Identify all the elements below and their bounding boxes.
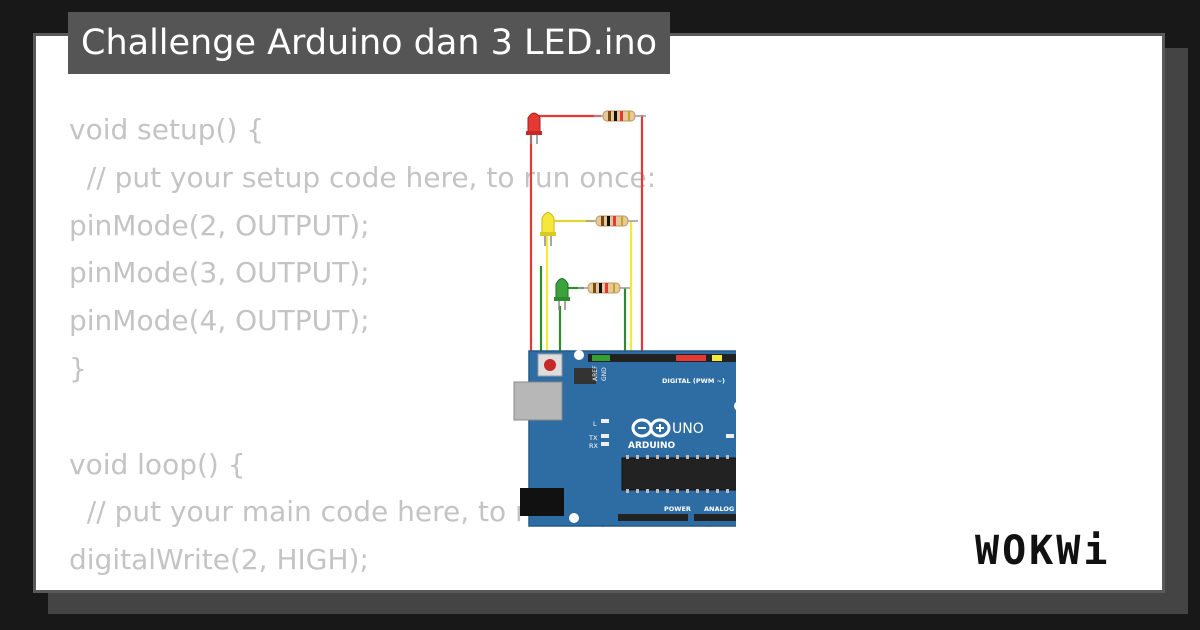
project-title[interactable]: Challenge Arduino dan 3 LED.ino: [68, 12, 671, 74]
l-led-label: L: [593, 420, 597, 428]
resistor-1: [594, 110, 646, 122]
project-card[interactable]: void setup() { // put your setup code he…: [33, 33, 1165, 593]
code-line: digitalWrite(2, HIGH);: [69, 543, 369, 577]
code-line: void loop() {: [69, 447, 246, 481]
green-led: [554, 278, 570, 310]
wokwi-logo: WOKWi: [975, 528, 1111, 574]
code-line: pinMode(3, OUTPUT);: [69, 256, 370, 290]
power-header-label: POWER: [664, 505, 691, 513]
resistor-2: [586, 215, 638, 227]
digital-header-label: DIGITAL (PWM ~): [662, 377, 725, 385]
red-wire-right: [640, 114, 644, 351]
arduino-uno-board: ARDUINO UNO DIGITAL (PWM ~) POWER ANALOG…: [513, 350, 736, 527]
code-line: void setup() {: [69, 113, 265, 146]
board-model: UNO: [672, 421, 704, 437]
code-line: pinMode(2, OUTPUT);: [69, 208, 370, 242]
resistor-3: [578, 282, 630, 294]
code-line: }: [69, 351, 87, 385]
gnd-pin-label: GND: [601, 367, 608, 381]
analog-header-label: ANALOG IN: [704, 505, 736, 513]
code-preview: void setup() { // put your setup code he…: [69, 106, 729, 590]
code-line: delay(500);: [69, 584, 729, 590]
code-line: pinMode(4, OUTPUT);: [69, 304, 370, 338]
board-brand: ARDUINO: [628, 441, 676, 451]
tx-led-label: TX: [588, 434, 598, 442]
aref-pin-label: AREF: [592, 365, 599, 381]
yellow-led: [540, 212, 556, 246]
circuit-diagram: ARDUINO UNO DIGITAL (PWM ~) POWER ANALOG…: [513, 110, 736, 527]
rx-led-label: RX: [589, 442, 599, 450]
red-led: [526, 112, 542, 144]
